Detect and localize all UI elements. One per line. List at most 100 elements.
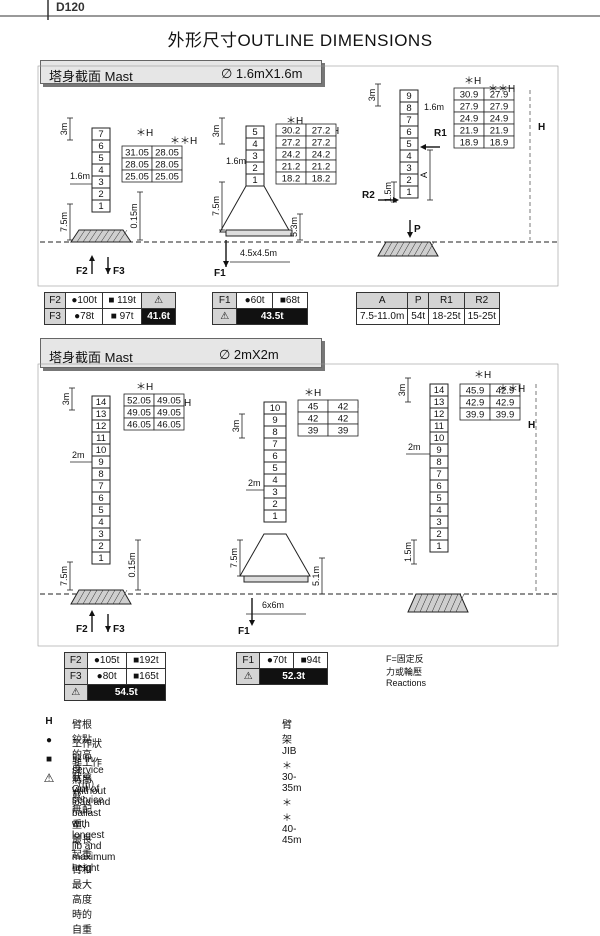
hatch: [106, 589, 116, 605]
height-value: 27.9: [490, 90, 509, 101]
legend-out-text: 非工作狀態 Out of service: [72, 758, 104, 806]
hatch: [118, 589, 128, 605]
height-value: 42.9: [496, 386, 515, 397]
height-value: 46.05: [157, 420, 181, 431]
mast-section: [263, 509, 287, 523]
height-value: 18.2: [312, 174, 331, 185]
height-value: 21.9: [490, 126, 509, 137]
mast-section-number: 2: [436, 529, 441, 540]
height-value: 27.2: [312, 138, 331, 149]
mast-section-number: 10: [434, 433, 445, 444]
mast-section-number: 12: [434, 409, 445, 420]
hatch: [94, 589, 104, 605]
hatch: [82, 589, 92, 605]
d3-dstar-h: ＊＊H: [488, 84, 515, 95]
mast-section-number: 3: [406, 163, 411, 174]
mast-section-number: 14: [434, 385, 445, 396]
model-header: D120: [56, 0, 85, 14]
legend-service-text: 工作狀態 In service: [72, 739, 104, 776]
s2-d1-dim-7-5m: 7.5m: [59, 566, 69, 586]
arrowhead: [89, 610, 95, 616]
mast-section-number: 2: [406, 175, 411, 186]
hatch: [100, 229, 110, 243]
mast-section-number: 7: [98, 129, 103, 140]
height-table-cell: [305, 171, 337, 185]
mast-section-number: 6: [406, 127, 411, 138]
hatch: [419, 241, 429, 257]
section1-label: 塔身截面 Mast: [49, 69, 133, 84]
mast-section-number: 11: [434, 421, 444, 432]
hatch: [383, 241, 393, 257]
mast-section-number: 6: [272, 451, 277, 462]
mast-section-number: 12: [96, 421, 107, 432]
d2-dim-5-3m: 5.3m: [289, 217, 299, 237]
mast-section-number: 4: [272, 475, 277, 486]
height-value: 42: [338, 414, 349, 425]
mast-section-number: 4: [252, 139, 257, 150]
hatch: [106, 229, 116, 243]
legend-h-text: 臂根鉸點的高度（m）: [72, 720, 101, 791]
no-load-icon: ⚠: [211, 308, 238, 325]
mast-section-number: 3: [98, 177, 103, 188]
s2-d3-foundation: [407, 593, 469, 613]
section2-frame: [37, 363, 559, 647]
height-value: 24.9: [460, 114, 479, 125]
section2-table-f2f3: F2●105t■192t F3●80t■165t ⚠54.5t: [64, 652, 167, 701]
mast-section-number: 5: [252, 127, 257, 138]
height-table-cell: [153, 417, 185, 431]
s2-d3-dim-3m: 3m: [397, 384, 407, 397]
mast-section-number: 10: [270, 403, 281, 414]
height-value: 39: [308, 426, 319, 437]
hatch: [395, 241, 405, 257]
d2-star-h: ＊H: [286, 116, 303, 127]
f1-label: F1: [214, 268, 226, 279]
hatch: [425, 241, 435, 257]
height-value: 21.9: [460, 126, 479, 137]
height-value: 25.05: [155, 172, 179, 183]
d1-dim-1-6m: 1.6m: [70, 171, 90, 181]
mast-section-number: 1: [98, 553, 103, 564]
hatch: [88, 229, 98, 243]
mast-section-number: 3: [252, 151, 257, 162]
legend-jib-text: 臂架JIB ＊30-35m ＊＊40-45m: [282, 720, 302, 846]
s2-f2-label: F2: [76, 624, 88, 635]
s2-d2-dim-3m: 3m: [231, 420, 241, 433]
mast-section-number: 2: [252, 163, 257, 174]
height-value: 30.2: [282, 126, 301, 137]
legend-out-symbol: ■: [45, 754, 53, 765]
mast-section-number: 7: [406, 115, 411, 126]
s2-d2-base-size: 6x6m: [262, 600, 284, 610]
hatch: [413, 241, 423, 257]
height-value: 39: [338, 426, 349, 437]
s2-d2-dim-2m: 2m: [248, 478, 261, 488]
mast-section-number: 9: [436, 445, 441, 456]
height-value: 24.9: [490, 114, 509, 125]
mast-section-number: 14: [96, 397, 107, 408]
d1-star-h: ＊H: [136, 128, 153, 139]
mast-section-number: 2: [98, 541, 103, 552]
d1-dim-7-5m: 7.5m: [59, 212, 69, 232]
height-value: 28.05: [155, 160, 179, 171]
hatch: [389, 241, 399, 257]
mast-section-number: 7: [436, 469, 441, 480]
mast-section-number: 9: [406, 91, 411, 102]
height-table-cell: [327, 423, 359, 437]
hatch: [455, 593, 465, 613]
s2-d2-dim-7-5m: 7.5m: [229, 548, 239, 568]
hatch: [413, 593, 423, 613]
height-value: 27.9: [460, 102, 479, 113]
height-value: 31.05: [125, 148, 149, 159]
height-value: 21.2: [312, 162, 331, 173]
s2-d2-star-h: ＊H: [304, 388, 321, 399]
hatch: [419, 593, 429, 613]
s2-d2-base: [243, 575, 309, 583]
mast-section-number: 5: [406, 139, 411, 150]
no-load-icon: ⚠: [64, 684, 88, 701]
arrowhead: [407, 232, 413, 238]
mast-section-number: 4: [98, 517, 103, 528]
d1-dstar-h: ＊＊H: [170, 136, 197, 147]
s2-f3-label: F3: [113, 624, 125, 635]
mast-section-number: 3: [436, 517, 441, 528]
legend-service-symbol: ●: [45, 735, 53, 746]
